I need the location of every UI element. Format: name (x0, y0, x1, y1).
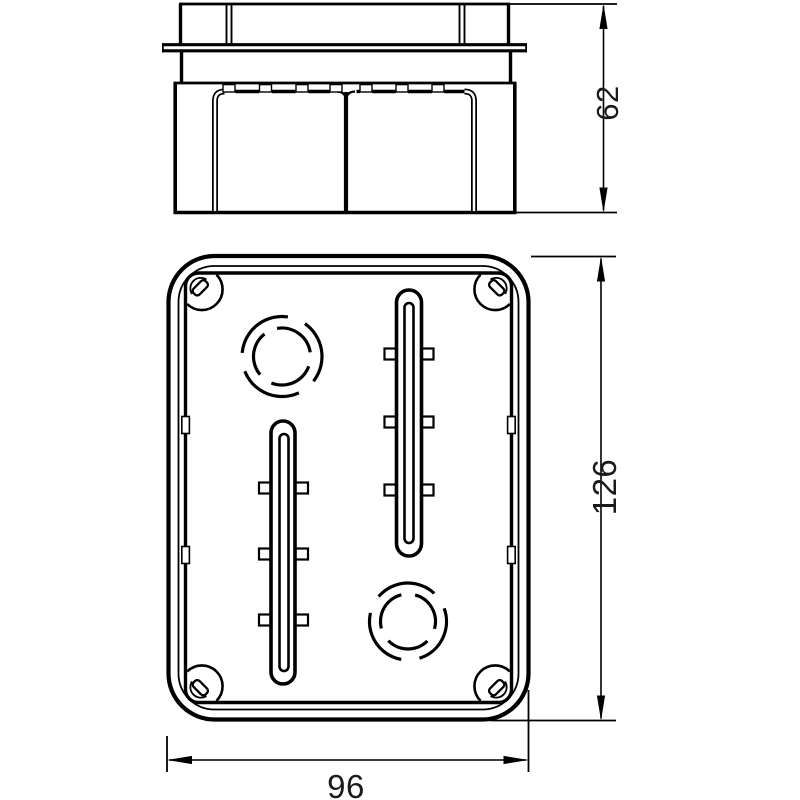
screw-slot (487, 678, 506, 697)
arrowhead-up (599, 4, 608, 29)
arrowhead-left (167, 755, 192, 765)
screw-boss-bottom-right (473, 664, 511, 702)
side-section-view (162, 2, 527, 215)
dimension-label-height: 126 (586, 459, 623, 516)
dimension-126: 126 (490, 255, 623, 722)
dimension-96: 96 (166, 690, 530, 800)
inner-wall-line (177, 265, 520, 711)
wall-notch (181, 415, 191, 435)
dimension-label-width: 96 (327, 768, 365, 800)
plan-view (166, 253, 531, 722)
dimension-label-depth: 62 (590, 85, 625, 120)
wall-notch (181, 545, 191, 565)
knockout-band (222, 83, 465, 94)
wall-notch (506, 415, 517, 435)
screw-boss-bottom-left (186, 664, 224, 702)
center-divider (336, 90, 356, 213)
lid-outline (178, 2, 511, 44)
slot-inner (403, 301, 415, 545)
screw-slot (191, 279, 210, 297)
screw-boss-top-left (186, 273, 224, 312)
screw-slot (487, 279, 506, 297)
band-teeth (222, 83, 445, 93)
arrowhead-right (503, 755, 529, 765)
screw-slot (191, 678, 210, 697)
body-outline (173, 52, 517, 215)
slot-inner (278, 432, 290, 673)
screw-boss-top-right (473, 273, 511, 312)
arrowhead-down (596, 695, 606, 721)
cable-slot-right (383, 288, 435, 558)
cable-slot-left (257, 419, 310, 686)
flange (162, 43, 527, 53)
wall-notch (506, 545, 517, 565)
arrowhead-up (596, 256, 606, 282)
dimension-62: 62 (510, 3, 625, 214)
wall-notches (181, 415, 517, 565)
mounting-panel (183, 271, 514, 705)
arrowhead-down (599, 187, 608, 213)
